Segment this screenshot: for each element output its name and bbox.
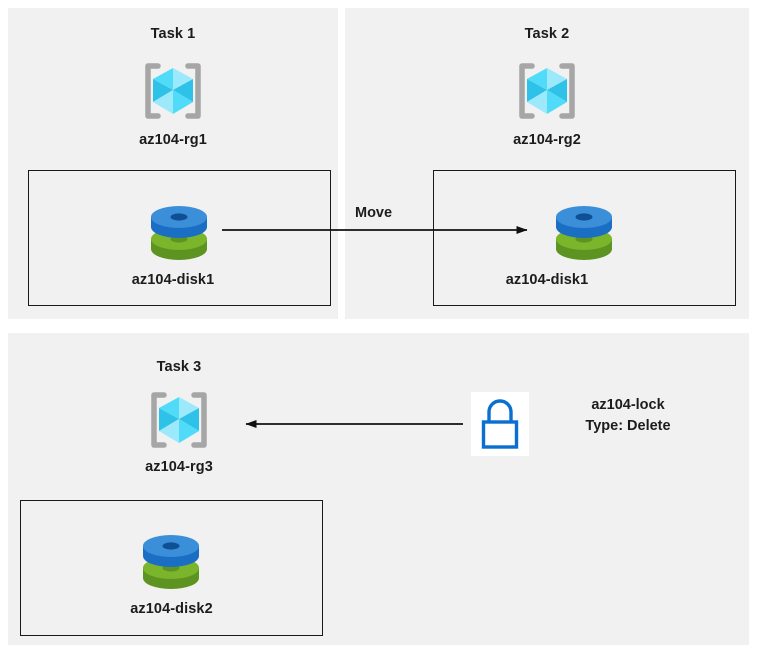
task-3-resource-group-label: az104-rg3 [145, 459, 213, 475]
lock-name-text: az104-lock [591, 397, 665, 413]
panel-task-2: Task 2 az104-rg2 [345, 8, 749, 319]
azure-resource-group-icon [138, 60, 208, 122]
lock-type-label: Type: Delete [533, 416, 723, 437]
lock-name-label: az104-lock [533, 395, 723, 416]
move-arrow-label: Move [355, 205, 393, 221]
azure-resource-group-icon [512, 60, 582, 122]
task-1-resource-group-label: az104-rg1 [139, 132, 207, 148]
lock-arrow [245, 420, 463, 428]
task-3-title: Task 3 [156, 359, 202, 375]
lock-icon [471, 392, 529, 456]
task-2-resource-label: az104-disk1 [505, 272, 589, 288]
azure-managed-disk-icon [146, 203, 212, 265]
task-1-title: Task 1 [150, 26, 196, 42]
task-2-resource-group-label: az104-rg2 [513, 132, 581, 148]
task-2-title: Task 2 [524, 26, 570, 42]
move-arrow [222, 226, 528, 234]
task-3-resource-label: az104-disk2 [130, 601, 213, 617]
panel-task-3: Task 3 az104-rg3 az104-lock Type [8, 333, 749, 645]
azure-managed-disk-icon [138, 532, 204, 594]
lock-type-text: Type: Delete [585, 418, 671, 434]
task-1-resource-label: az104-disk1 [131, 272, 215, 288]
azure-managed-disk-icon [551, 203, 617, 265]
azure-resource-group-icon [144, 389, 214, 451]
panel-task-1: Task 1 az104-rg1 [8, 8, 338, 319]
